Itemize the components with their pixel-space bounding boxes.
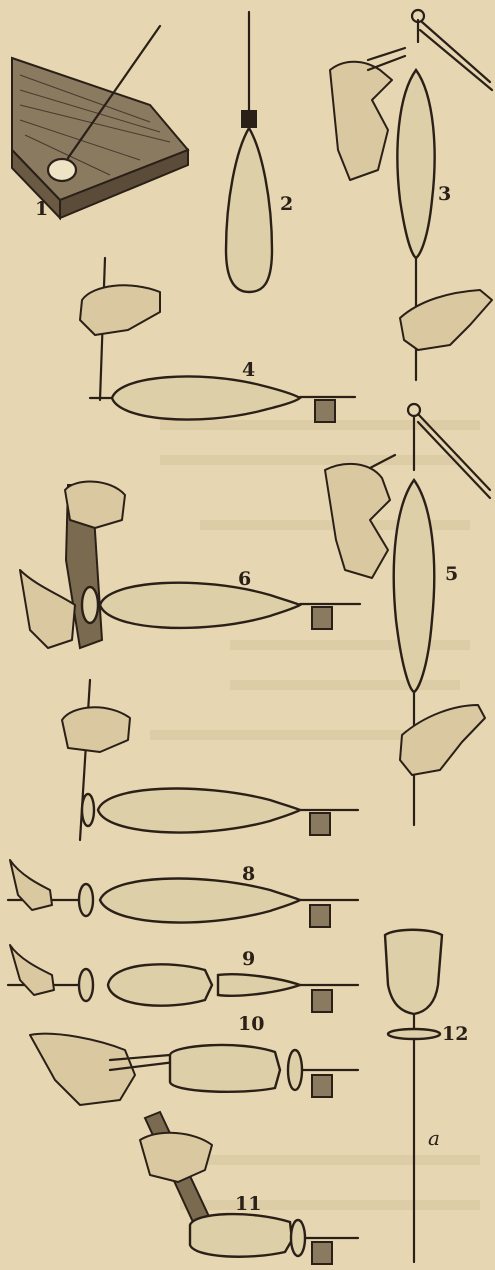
figure-8-hand	[10, 860, 52, 910]
figure-2-label: 2	[280, 193, 293, 215]
figure-8-label: 8	[242, 863, 255, 885]
figure-3-upper-hand	[330, 62, 392, 180]
figure-11-label: 11	[235, 1193, 261, 1215]
figure-3-pulling-bulb: 3	[330, 10, 492, 380]
figure-5-label: 5	[445, 563, 458, 585]
figure-6-lower-hand	[20, 570, 75, 648]
figure-6-label: 6	[238, 568, 251, 590]
figure-10-opening-rim: 10	[30, 1013, 358, 1105]
figure-4-hand	[80, 285, 160, 335]
figure-2-hanging-gather: 2	[226, 12, 293, 292]
figure-6-paddle-shaping: 6	[20, 482, 360, 648]
figure-11-forming-rim: 11	[140, 1112, 358, 1264]
figure-6-upper-hand	[65, 482, 125, 528]
figure-3-lower-hand	[400, 290, 492, 350]
figure-3-label: 3	[438, 183, 451, 205]
figure-10-label: 10	[238, 1013, 264, 1035]
figure-4-shaping-bulb: 4	[80, 258, 355, 422]
figure-11-hand	[140, 1133, 212, 1182]
figure-8-transfer-to-pontil: 8	[8, 860, 358, 927]
figure-1-marver-board: 1	[12, 26, 188, 220]
figure-9-label: 9	[242, 948, 255, 970]
rod-label-a: a	[428, 1126, 440, 1150]
figure-4-label: 4	[242, 359, 255, 381]
figure-12-label: 12	[442, 1023, 468, 1045]
figure-7-jacks-shaping	[62, 680, 358, 840]
figure-9-cracking-off: 9	[8, 945, 358, 1012]
figure-1-label: 1	[35, 198, 48, 220]
figure-12-finished-goblet: 12 a	[385, 930, 468, 1262]
figure-7-hand	[62, 707, 130, 752]
figure-5-lower-hand	[400, 705, 485, 775]
figure-9-hand	[10, 945, 54, 995]
figure-5-vertical-blowing: 5	[325, 404, 490, 825]
